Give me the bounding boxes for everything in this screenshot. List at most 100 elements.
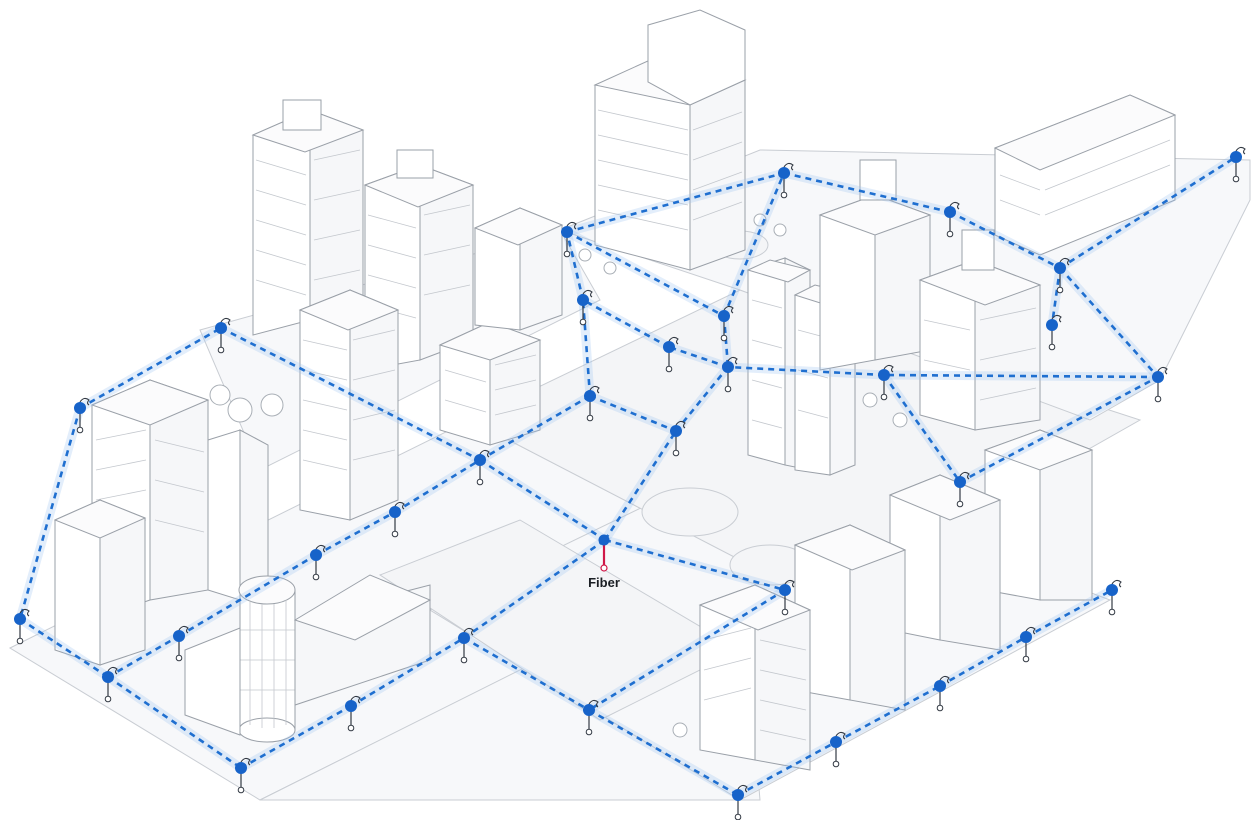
network-link <box>315 510 396 557</box>
network-link <box>1025 588 1113 639</box>
network-link <box>18 407 82 620</box>
building-left-mid <box>207 429 269 601</box>
building-back-mid <box>473 207 564 331</box>
building-bottom-right-3 <box>793 524 907 711</box>
streetlight-node-icon <box>310 544 326 581</box>
building-mid-small <box>438 321 542 446</box>
streetlight-node-icon <box>1020 626 1036 663</box>
streetlight-node-icon <box>215 317 231 354</box>
streetlight-node-icon <box>954 471 970 508</box>
streetlight-node-icon <box>830 731 846 768</box>
network-link-glow <box>475 391 595 465</box>
tree-icon <box>227 397 253 423</box>
streetlight-node-icon <box>944 201 960 238</box>
streetlight-node-icon <box>345 695 361 732</box>
network-link <box>674 366 730 432</box>
streetlight-node-icon <box>235 757 251 794</box>
building-tower-left-back <box>251 99 365 336</box>
network-link <box>582 298 670 349</box>
streetlight-node-icon <box>584 385 600 422</box>
network-link-glow <box>584 705 743 800</box>
building-top-center <box>593 9 747 271</box>
network-link <box>959 375 1159 484</box>
tree-icon <box>209 384 231 406</box>
streetlight-node-icon <box>577 289 593 326</box>
network-link <box>107 675 242 770</box>
network-link <box>737 740 837 797</box>
tree-icon <box>892 412 908 428</box>
building-mall <box>184 574 432 736</box>
fiber-label: Fiber <box>588 575 620 590</box>
streetlight-node-icon <box>14 608 30 645</box>
streetlight-node-icon <box>1054 257 1070 294</box>
building-center-twin <box>746 257 857 476</box>
streetlight-node-icon <box>74 397 90 434</box>
fountain-left <box>641 487 739 537</box>
network-link <box>588 588 786 712</box>
network-link <box>463 636 590 712</box>
streetlight-node-icon <box>718 305 734 342</box>
streetlight-node-icon <box>878 364 894 401</box>
streetlight-node-icon <box>1230 146 1246 183</box>
streetlight-node-icon <box>458 627 474 664</box>
network-link <box>589 394 677 433</box>
network-link <box>722 172 786 317</box>
network-link-glow <box>779 168 955 217</box>
network-link <box>604 538 786 592</box>
network-link <box>220 326 481 462</box>
tree-icon <box>672 722 688 738</box>
streetlight-node-icon <box>1106 579 1122 616</box>
network-link <box>727 365 885 377</box>
building-left-near <box>53 499 147 666</box>
network-link-glow <box>664 342 733 372</box>
network-link <box>107 634 180 679</box>
building-right-tower <box>918 229 1042 431</box>
streetlight-node-icon <box>1152 366 1168 403</box>
buildings <box>53 9 1177 771</box>
streetlight-node-icon <box>663 336 679 373</box>
streetlight-node-icon <box>1046 314 1062 351</box>
network-link <box>722 315 730 368</box>
streetlight-node-icon <box>389 501 405 538</box>
streetlight-node-icon <box>779 579 795 616</box>
network-links <box>18 155 1237 797</box>
streetlight-node-icon <box>722 356 738 393</box>
streetlight-node-icon <box>778 162 794 199</box>
building-right-crown <box>818 159 932 371</box>
network-link-glow <box>236 701 356 773</box>
streetlight-node-icon <box>670 420 686 457</box>
tree-icon <box>773 223 787 237</box>
network-nodes <box>14 146 1246 820</box>
network-link <box>463 538 606 640</box>
network-link <box>1059 267 1159 378</box>
fiber-connection-icon <box>598 534 610 572</box>
network-link <box>479 458 606 542</box>
network-link <box>1050 267 1062 326</box>
network-link-glow <box>879 370 965 487</box>
network-link-glow <box>346 633 469 711</box>
network-link <box>566 171 785 234</box>
network-link-glow <box>600 426 681 545</box>
tree-icon <box>603 261 617 275</box>
network-link <box>939 635 1027 688</box>
network-link <box>949 210 1061 270</box>
streetlight-node-icon <box>583 699 599 736</box>
streetlight-node-icon <box>732 784 748 820</box>
building-tower-mid-left <box>298 289 400 521</box>
streetlight-node-icon <box>173 625 189 662</box>
tree-icon <box>260 393 284 417</box>
building-top-right <box>993 94 1177 256</box>
network-link <box>394 458 481 514</box>
network-link-glow <box>15 614 113 682</box>
streetlight-node-icon <box>474 449 490 486</box>
network-link <box>178 553 317 638</box>
building-bottom-right-2 <box>888 474 1002 651</box>
network-link <box>565 231 585 301</box>
building-cylinder <box>238 575 296 743</box>
streetlight-node-icon <box>561 221 577 258</box>
streetlight-node-icon <box>102 666 118 703</box>
network-link <box>79 326 222 410</box>
network-link <box>1059 155 1237 270</box>
network-link <box>835 684 941 744</box>
